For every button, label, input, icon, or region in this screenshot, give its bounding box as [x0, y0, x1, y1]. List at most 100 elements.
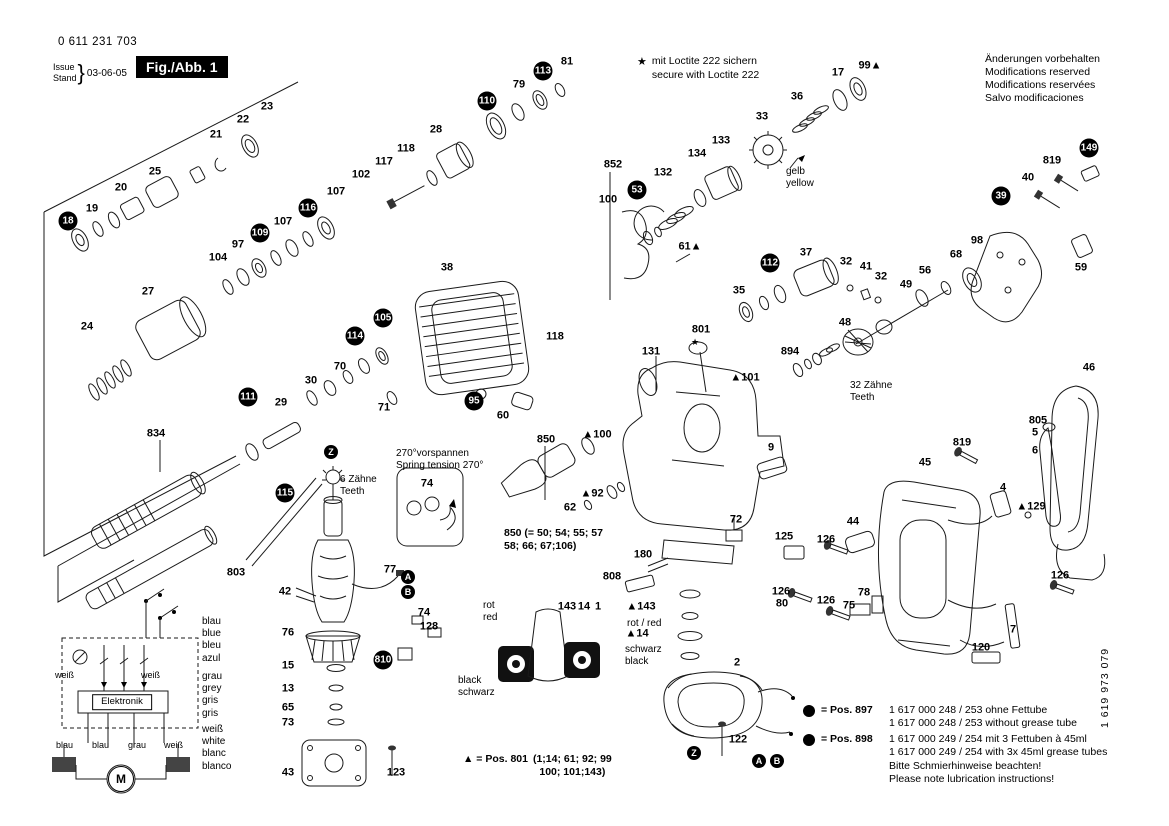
lube-note-en: Please note lubrication instructions!: [889, 772, 1055, 785]
part-label-79: 79: [512, 78, 526, 91]
grau-wire-label: grau: [128, 740, 147, 750]
grease-tube-legend: = Pos. 897 1 617 000 248 / 253 ohne Fett…: [803, 704, 1107, 786]
issue-label: Issue: [53, 61, 75, 72]
black-schwarz-note-left: black schwarz: [458, 675, 495, 699]
part-label-59: 59: [1074, 261, 1088, 274]
gear-housing-body: [622, 341, 785, 565]
part-badge-810: 810: [373, 650, 393, 670]
lube-note-de: Bitte Schmierhinweise beachten!: [889, 759, 1042, 772]
part-label-75: 75: [842, 599, 856, 612]
schwarz-black-note-mid: schwarz black: [625, 644, 662, 668]
part-label-17: 17: [831, 66, 845, 79]
wire-color-legend-blau: blau blue bleu azul: [202, 616, 221, 664]
pos897-de: 1 617 000 248 / 253 ohne Fettube: [889, 704, 1048, 716]
part-label-▲14: ▲14: [625, 627, 649, 640]
pos897-dot-icon: [803, 705, 815, 717]
part-label-126: 126: [816, 533, 836, 546]
part-label-122: 122: [728, 733, 748, 746]
construction-lines: [43, 81, 657, 603]
part-label-71: 71: [377, 401, 391, 414]
part-label-42: 42: [278, 585, 292, 598]
part-label-49: 49: [899, 278, 913, 291]
part-label-60: 60: [496, 409, 510, 422]
blau-wire-label-2: blau: [92, 740, 110, 750]
part-label-2: 2: [733, 656, 741, 669]
part-label-104: 104: [208, 251, 228, 264]
weiss-wire-label: weiß: [164, 740, 184, 750]
part-label-36: 36: [790, 90, 804, 103]
wiring-schematic: [52, 588, 199, 794]
part-label-43: 43: [281, 766, 295, 779]
pos801-items: (1;14; 61; 92; 99 100; 101;143): [532, 753, 612, 779]
part-label-78: 78: [857, 586, 871, 599]
part-label-819: 819: [1042, 154, 1062, 167]
wire-color-legend-grau: grau grey gris gris: [202, 671, 223, 719]
part-label-9: 9: [767, 441, 775, 454]
wire-color-legend-weiss: weiß white blanc blanco: [202, 724, 232, 772]
part-label-41: 41: [859, 260, 873, 273]
issue-date: 03-06-05: [86, 67, 127, 79]
part-label-143: 143: [557, 600, 577, 613]
part-label-21: 21: [209, 128, 223, 141]
part-label-▲143: ▲143: [626, 600, 656, 613]
part-badge-115: 115: [275, 483, 295, 503]
part-label-97: 97: [231, 238, 245, 251]
loctite-star-mark: ★: [691, 337, 700, 347]
part-label-134: 134: [687, 147, 707, 160]
part-label-65: 65: [281, 701, 295, 714]
part-label-15: 15: [281, 659, 295, 672]
part-label-77: 77: [383, 563, 397, 576]
part-label-14: 14: [577, 600, 591, 613]
part-label-99▲: 99▲: [858, 59, 882, 72]
elektronik-label: Elektronik: [92, 694, 152, 710]
rot-red-note-mid: rot / red: [627, 618, 662, 629]
part-label-27: 27: [141, 285, 155, 298]
part-label-808: 808: [602, 570, 622, 583]
part-label-13: 13: [281, 682, 295, 695]
weiss-label-2: weiß: [141, 670, 161, 680]
part-label-801: 801: [691, 323, 711, 336]
figure-label: Fig./Abb. 1: [136, 56, 228, 78]
teeth-32-note: 32 Zähne Teeth: [850, 380, 893, 404]
850-equivalence-note: 850 (= 50; 54; 55; 57 58; 66; 67;106): [504, 527, 603, 552]
part-label-131: 131: [641, 345, 661, 358]
field-stator-cluster: [498, 589, 795, 756]
part-label-128: 128: [419, 620, 439, 633]
part-label-6: 6: [1031, 444, 1039, 457]
part-label-45: 45: [918, 456, 932, 469]
pos898-label: = Pos. 898: [821, 733, 873, 746]
part-label-107: 107: [326, 185, 346, 198]
part-label-850: 850: [536, 433, 556, 446]
part-label-894: 894: [780, 345, 800, 358]
part-label-20: 20: [114, 181, 128, 194]
pos801-label: ▲ = Pos. 801: [463, 753, 528, 765]
part-label-805: 805: [1028, 414, 1048, 427]
teeth-6-note: 6 Zähne Teeth: [340, 474, 377, 498]
part-label-74: 74: [420, 477, 434, 490]
part-label-80: 80: [775, 597, 789, 610]
impact-mechanism-cluster: [621, 77, 867, 280]
part-label-68: 68: [949, 248, 963, 261]
part-label-19: 19: [85, 202, 99, 215]
bevel-gear-shaft: [842, 165, 1100, 356]
letter-badge-Z: Z: [687, 746, 701, 760]
pos898-dot-icon: [803, 734, 815, 747]
loctite-note: ★ mit Loctite 222 sichern secure with Lo…: [637, 55, 759, 82]
stand-label: Stand: [53, 73, 77, 83]
part-label-107: 107: [273, 215, 293, 228]
bearing-washer-train: [222, 83, 566, 295]
part-label-117: 117: [375, 155, 393, 168]
mode-selector-parts: [624, 456, 805, 593]
part-label-38: 38: [440, 261, 454, 274]
part-label-48: 48: [838, 316, 852, 329]
part-label-74: 74: [417, 606, 431, 619]
part-label-803: 803: [226, 566, 246, 579]
part-label-46: 46: [1082, 361, 1096, 374]
part-label-118: 118: [546, 330, 564, 343]
part-label-118: 118: [397, 142, 415, 155]
part-badge-114: 114: [345, 326, 365, 346]
rot-red-note-left: rot red: [483, 600, 498, 624]
part-label-126: 126: [771, 585, 791, 598]
